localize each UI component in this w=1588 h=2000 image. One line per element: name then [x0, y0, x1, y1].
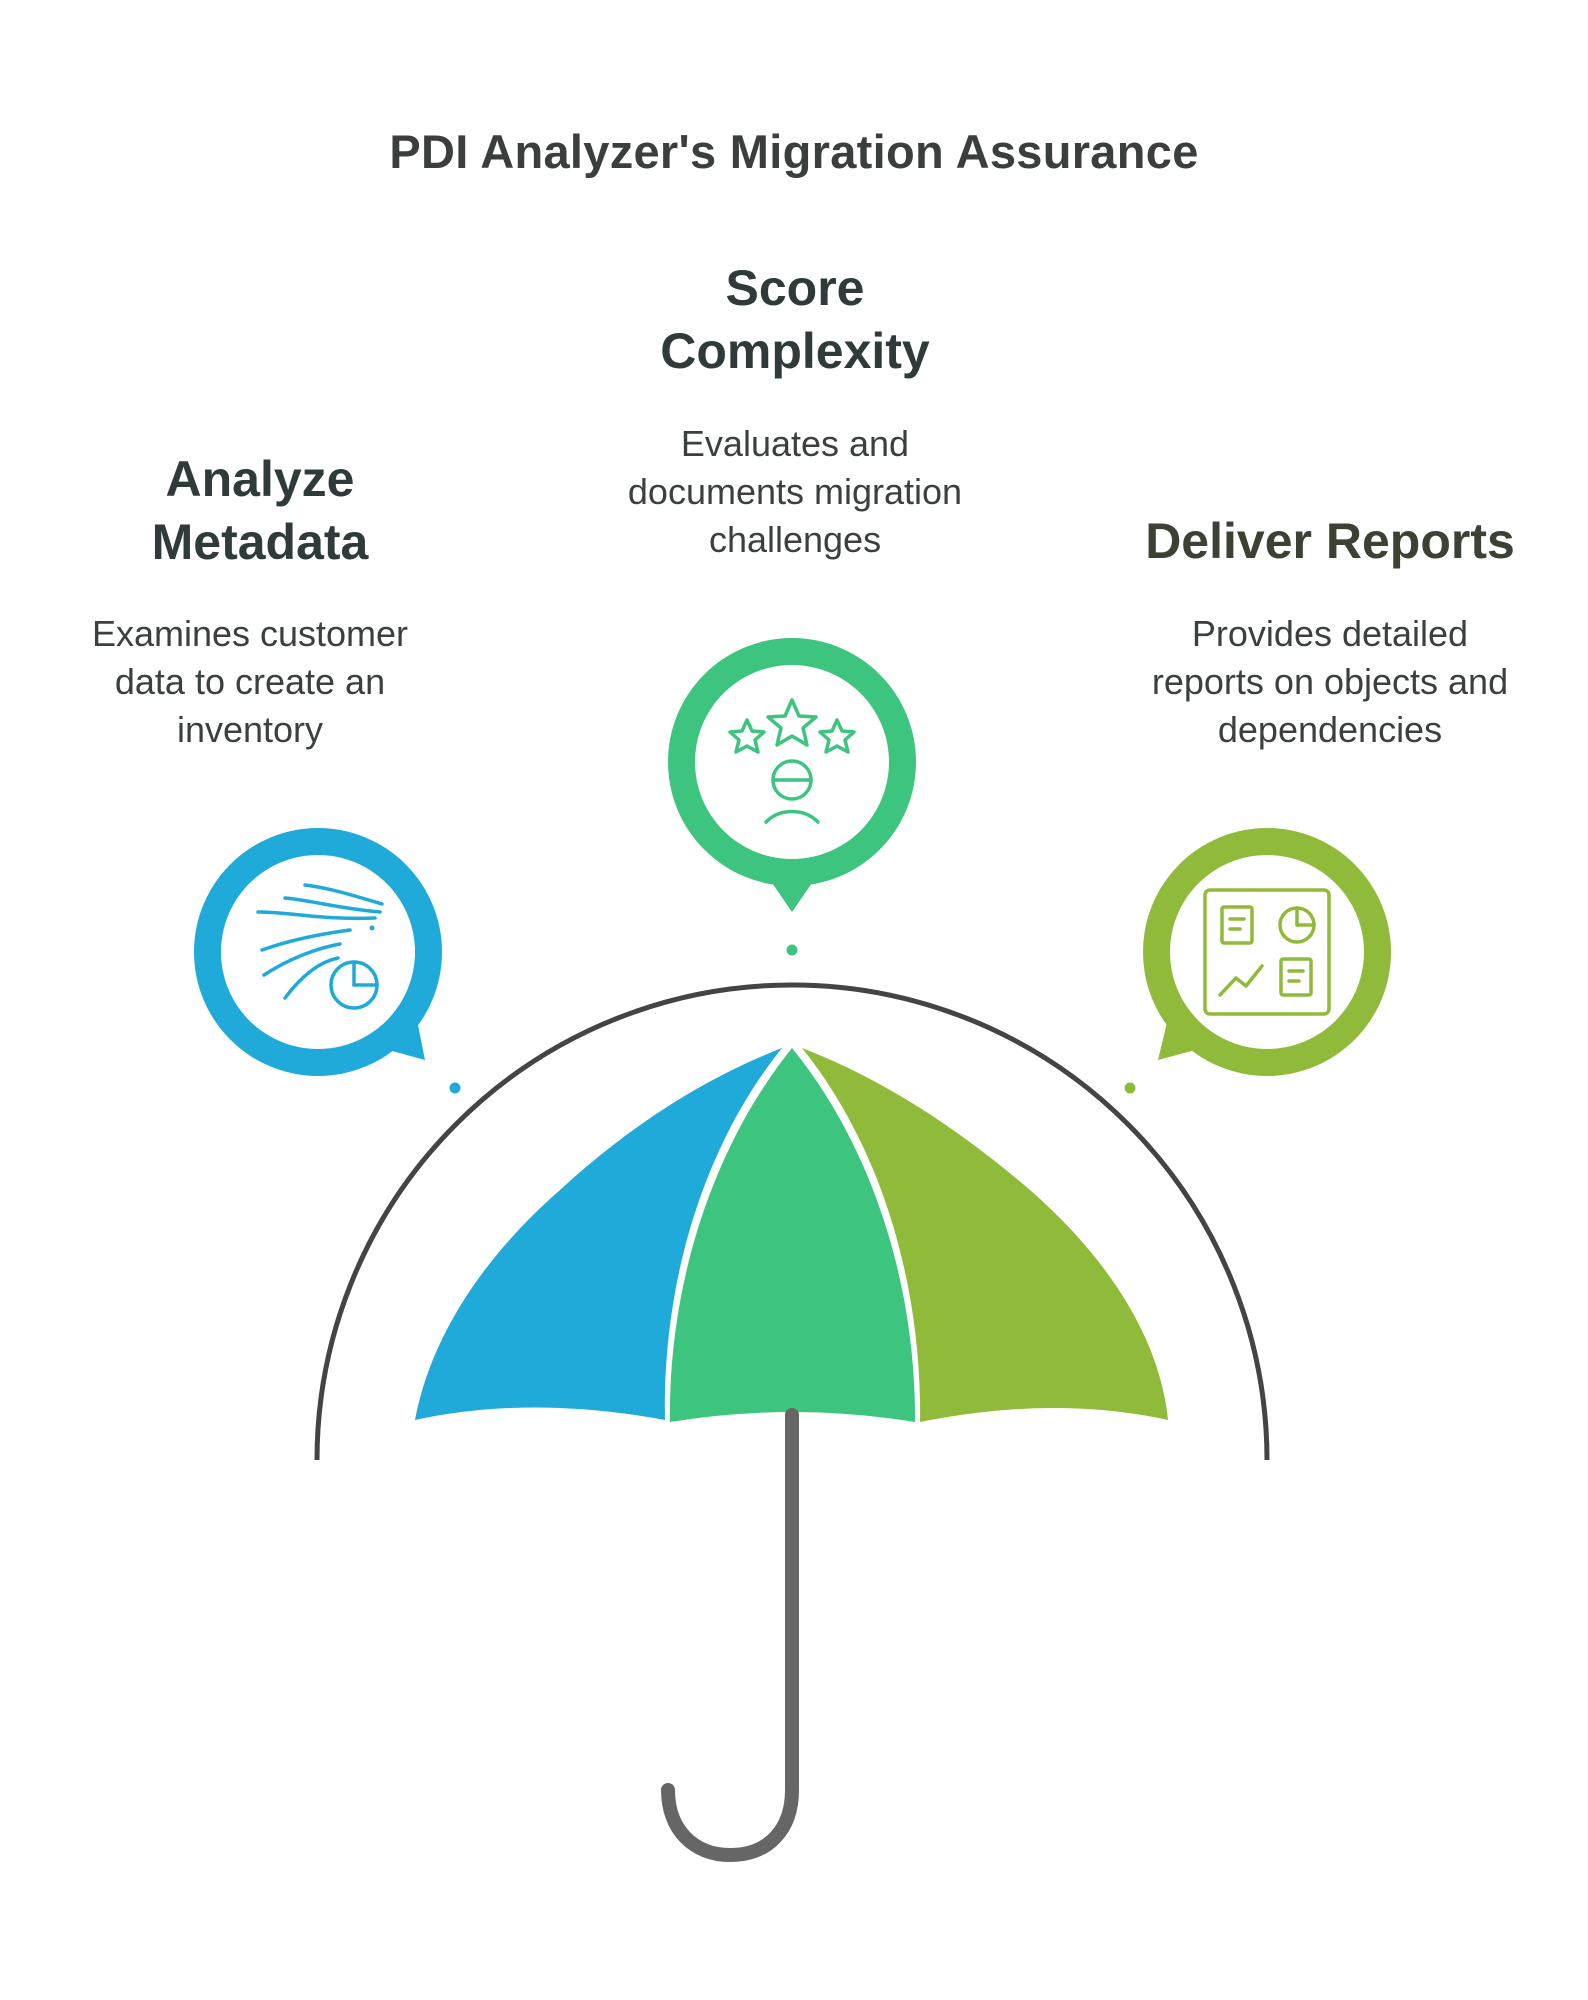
pin-deliver-reports [1143, 828, 1391, 1076]
step-description-analyze-metadata: Examines customer data to create an inve… [91, 613, 409, 750]
canopy-panel-blue [415, 1048, 782, 1420]
canopy-panel-lime [802, 1048, 1168, 1422]
star-rating-person-icon [728, 698, 856, 824]
outer-arc [314, 982, 1270, 1461]
arc-marker-deliver [1121, 1079, 1139, 1097]
umbrella-handle [661, 1408, 799, 1863]
step-description-deliver-reports: Provides detailed reports on objects and… [1151, 613, 1509, 750]
pin-tail-score [770, 880, 814, 912]
arc-marker-score [783, 941, 801, 959]
data-flow-pie-chart-icon [256, 883, 384, 1010]
step-heading-score-complexity: Score Complexity [660, 260, 930, 379]
canopy-panel-green [669, 1048, 916, 1422]
pin-analyze-metadata [194, 828, 442, 1076]
step-heading-analyze-metadata: Analyze Metadata [151, 451, 369, 570]
step-description-score-complexity: Evaluates and documents migration challe… [627, 423, 963, 560]
arc-marker-analyze [446, 1079, 464, 1097]
report-dashboard-icon [1203, 888, 1331, 1016]
step-heading-deliver-reports: Deliver Reports [1145, 513, 1515, 569]
page-title: PDI Analyzer's Migration Assurance [389, 125, 1199, 178]
pin-score-complexity [668, 638, 916, 912]
